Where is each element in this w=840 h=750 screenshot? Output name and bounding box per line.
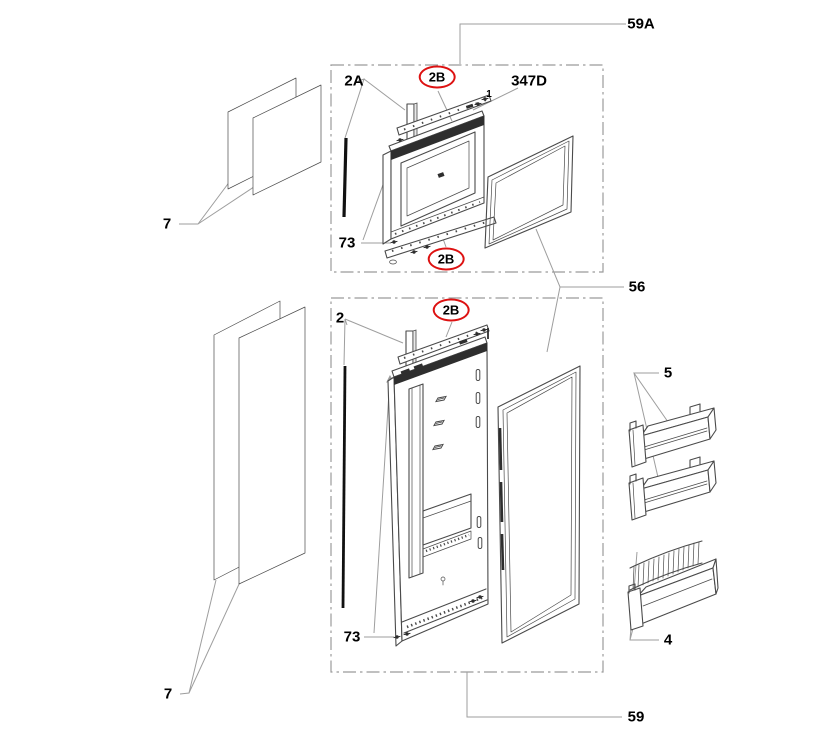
callout-1: 1	[486, 89, 492, 100]
callout-4: 4	[663, 631, 673, 649]
freezer-door-part	[382, 110, 485, 245]
freezer-top-trim-part	[396, 94, 492, 136]
glass-panel-pair-bottom	[213, 300, 306, 585]
callout-2B-freezer-bottom: 2B	[427, 247, 465, 271]
callout-73-fridge: 73	[343, 628, 361, 646]
callout-2B-fridge-top: 2B	[432, 298, 470, 322]
callout-7-top: 7	[162, 215, 172, 233]
fridge-door-part	[387, 336, 489, 647]
callout-73-freezer: 73	[338, 234, 356, 252]
door-bins	[628, 403, 717, 521]
callout-59A: 59A	[627, 15, 655, 33]
fridge-door-assembly	[341, 324, 581, 647]
glass-panel-pair-top	[227, 77, 322, 196]
callout-56: 56	[628, 278, 646, 296]
callout-5: 5	[663, 364, 673, 382]
fridge-top-trim-part	[397, 324, 490, 365]
freezer-gasket-part	[484, 135, 574, 249]
callout-2B-freezer-top: 2B	[418, 65, 456, 89]
fridge-side-trim-part	[341, 365, 347, 609]
freezer-side-trim-part	[342, 137, 348, 218]
leader-lines	[179, 23, 676, 718]
freezer-assembly-box	[330, 64, 604, 273]
callout-2A: 2A	[344, 72, 364, 90]
freezer-bottom-trim-part	[384, 216, 497, 265]
callout-2: 2	[335, 309, 345, 327]
fridge-gasket-part	[497, 365, 581, 644]
bottle-rack-part	[627, 540, 719, 631]
freezer-door-assembly	[342, 94, 574, 265]
callout-59: 59	[627, 708, 645, 726]
callout-7-bottom: 7	[163, 685, 173, 703]
callout-347D: 347D	[511, 72, 547, 90]
